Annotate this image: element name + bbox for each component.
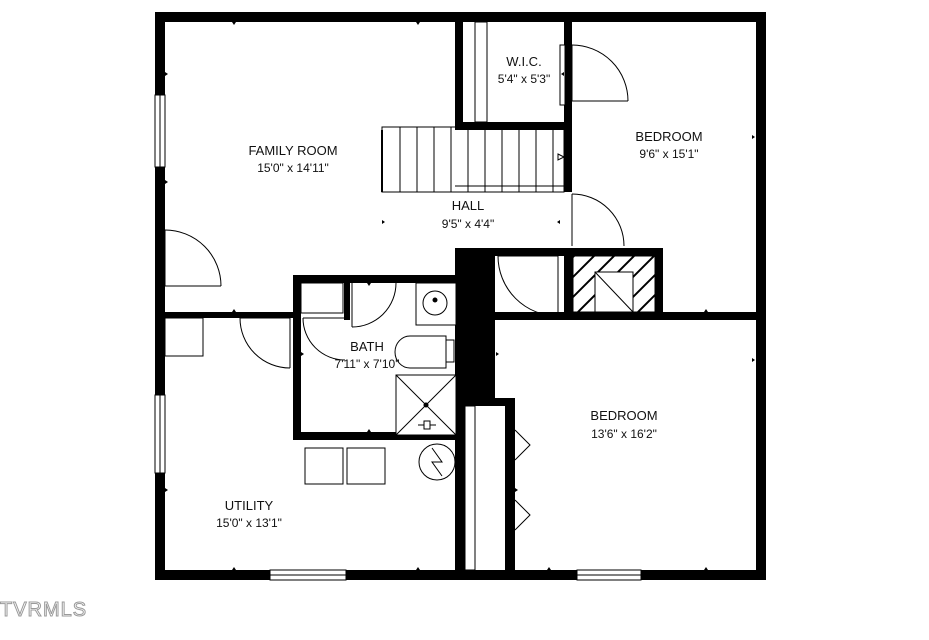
utility-fixtures (164, 317, 456, 485)
hall-walls (455, 248, 663, 571)
fireplace (572, 255, 656, 313)
watermark-logo: TVRMLS (0, 599, 87, 621)
family-room-dims: 15'0" x 14'11" (257, 161, 329, 175)
bath-dims: 7'11" x 7'10" (335, 357, 400, 371)
wic-dims: 5'4" x 5'3" (498, 72, 550, 86)
utility-dims: 15'0" x 13'1" (216, 516, 282, 530)
dimension-ticks (165, 22, 755, 570)
family-room-label: FAMILY ROOM (248, 143, 337, 158)
wic-label: W.I.C. (506, 54, 541, 69)
bedroom-1-label: BEDROOM (635, 129, 702, 144)
hall-label: HALL (452, 198, 485, 213)
bath-walls (293, 275, 463, 440)
exterior-walls (155, 12, 766, 580)
windows (154, 94, 642, 581)
room-labels: FAMILY ROOM 15'0" x 14'11" W.I.C. 5'4" x… (216, 54, 702, 530)
bedroom-2-dims: 13'6" x 16'2" (591, 427, 657, 441)
bedroom-1-dims: 9'6" x 15'1" (639, 147, 698, 161)
bedroom-2-label: BEDROOM (590, 408, 657, 423)
door-swings (164, 44, 629, 369)
stairs (381, 126, 566, 193)
hall-dims: 9'5" x 4'4" (442, 217, 494, 231)
closet-doors (514, 429, 531, 531)
bath-label: BATH (350, 339, 384, 354)
family-utility-wall (165, 312, 295, 318)
utility-label: UTILITY (225, 498, 274, 513)
